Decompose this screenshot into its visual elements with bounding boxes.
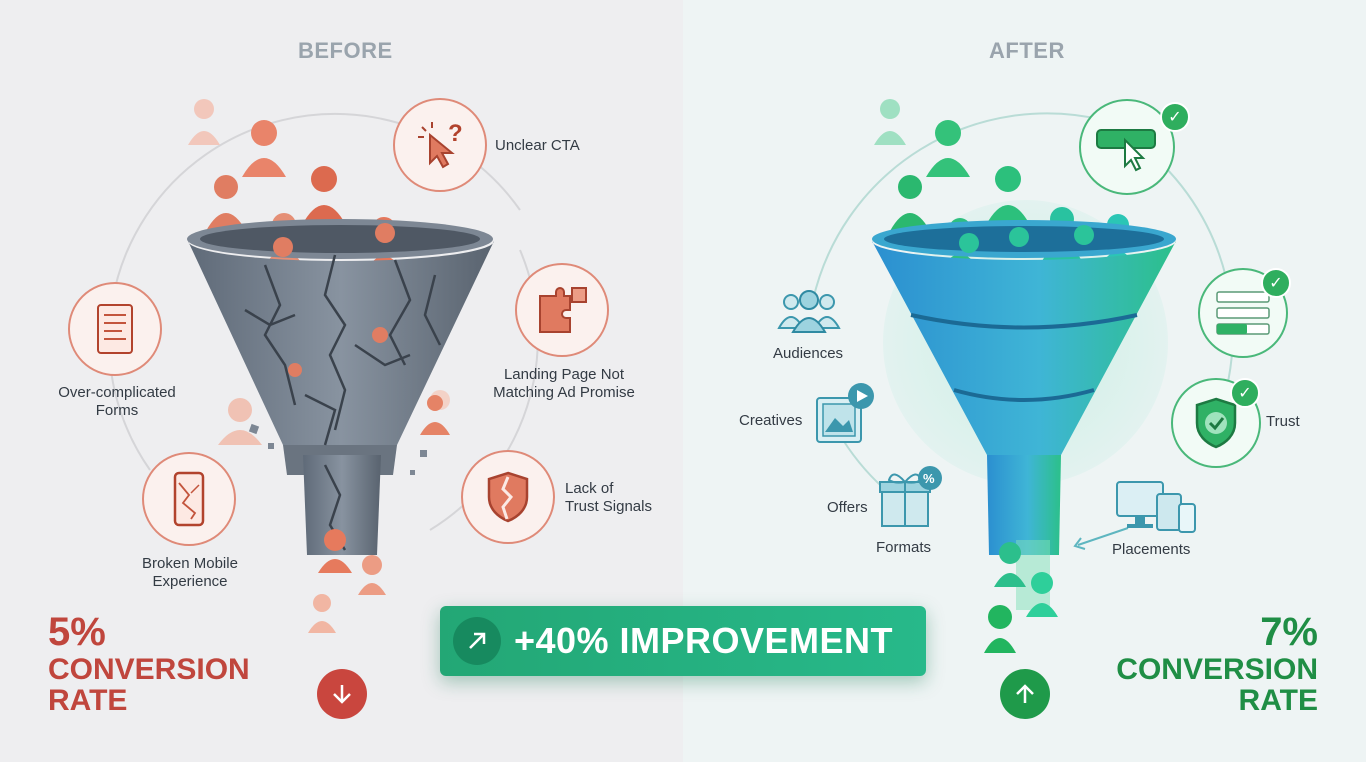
placements-label: Placements: [1112, 541, 1191, 558]
svg-text:%: %: [923, 471, 935, 486]
trust-signals-badge: [461, 450, 555, 544]
landing-page-label: Landing Page Not Matching Ad Promise: [480, 366, 648, 402]
cursor-question-icon: ?: [418, 120, 463, 169]
before-heading: BEFORE: [298, 38, 393, 63]
forms-label-line2: Forms: [95, 402, 139, 419]
offers-label: Offers: [827, 499, 868, 516]
broken-phone-icon: [173, 471, 205, 527]
formats-label: Formats: [876, 539, 932, 556]
cracked-funnel: [187, 219, 494, 555]
audiences-icon: [777, 290, 841, 333]
arrow-down-icon: [317, 669, 367, 719]
after-rate-value: 7%: [1260, 610, 1318, 654]
before-rate-line1: CONVERSION: [48, 653, 250, 686]
mobile-label-line2: Experience: [152, 573, 228, 590]
landing-label-line1: Landing Page Not: [503, 366, 625, 383]
forms-label-line1: Over-complicated: [58, 384, 176, 401]
mobile-label-line1: Broken Mobile: [142, 555, 238, 572]
forms-label: Over-complicated Forms: [42, 384, 192, 420]
broken-shield-icon: [487, 471, 529, 523]
landing-label-line2: Matching Ad Promise: [493, 384, 635, 401]
creatives-label: Creatives: [739, 412, 803, 429]
before-panel: BEFORE: [0, 0, 683, 762]
mobile-badge: [142, 452, 236, 546]
unclear-cta-badge: ?: [393, 98, 487, 192]
after-rate-line1: CONVERSION: [1116, 653, 1318, 686]
forms-badge: [68, 282, 162, 376]
offers-gift-icon: %: [879, 466, 942, 527]
after-conversion-rate: 7% CONVERSION RATE: [1116, 610, 1318, 716]
puzzle-icon: [539, 287, 587, 333]
after-heading: AFTER: [989, 38, 1065, 63]
before-rate-value: 5%: [48, 610, 106, 654]
scroll-form-icon: [97, 304, 133, 354]
before-rate-line2: RATE: [48, 684, 128, 717]
placements-devices-icon: [1116, 481, 1196, 533]
trust-shield-icon: [1195, 397, 1237, 449]
trust-label: Trust: [1266, 413, 1300, 430]
improvement-text: +40% IMPROVEMENT: [513, 620, 894, 661]
clean-funnel: [872, 220, 1176, 555]
arrow-up-icon: [1000, 669, 1050, 719]
improvement-banner: +40% IMPROVEMENT: [440, 606, 926, 676]
clear-cta-badge: [1079, 99, 1175, 195]
creatives-icon: [816, 383, 874, 443]
after-panel: AFTER: [683, 0, 1366, 762]
before-conversion-rate: 5% CONVERSION RATE: [48, 610, 250, 716]
unclear-cta-label: Unclear CTA: [495, 137, 580, 154]
form-check-icon: ✓: [1261, 268, 1291, 298]
trust-label-line2: Trust Signals: [565, 498, 652, 515]
arrow-up-right-icon: [453, 617, 501, 665]
trust-check-icon: ✓: [1230, 378, 1260, 408]
mobile-label: Broken Mobile Experience: [120, 555, 260, 591]
landing-page-badge: [515, 263, 609, 357]
converted-people-icon: [984, 540, 1058, 653]
audiences-label: Audiences: [773, 345, 844, 362]
trust-signals-label: Lack of Trust Signals: [565, 480, 652, 516]
cta-check-icon: ✓: [1160, 102, 1190, 132]
cta-button-cursor-icon: [1096, 129, 1156, 172]
simple-form-icon: [1216, 291, 1270, 335]
falling-debris: [218, 390, 450, 633]
trust-label-line1: Lack of: [565, 480, 614, 497]
after-rate-line2: RATE: [1238, 684, 1318, 717]
svg-text:?: ?: [448, 120, 463, 147]
